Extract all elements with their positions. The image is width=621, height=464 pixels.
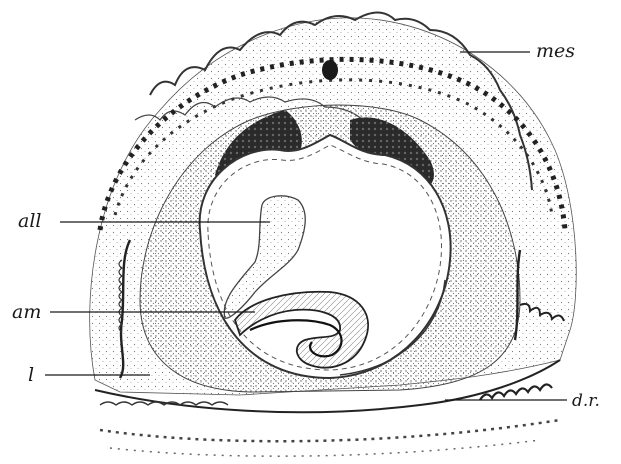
label-l: l (28, 364, 34, 386)
label-am: am (12, 301, 41, 323)
vessel (322, 60, 338, 80)
label-all: all (18, 210, 41, 232)
crypts-bottom-right (480, 384, 552, 400)
basal-dotted (100, 420, 560, 441)
label-mes: mes (536, 40, 575, 62)
basal-dotted-2 (110, 440, 540, 456)
label-dr: d.r. (572, 391, 600, 411)
